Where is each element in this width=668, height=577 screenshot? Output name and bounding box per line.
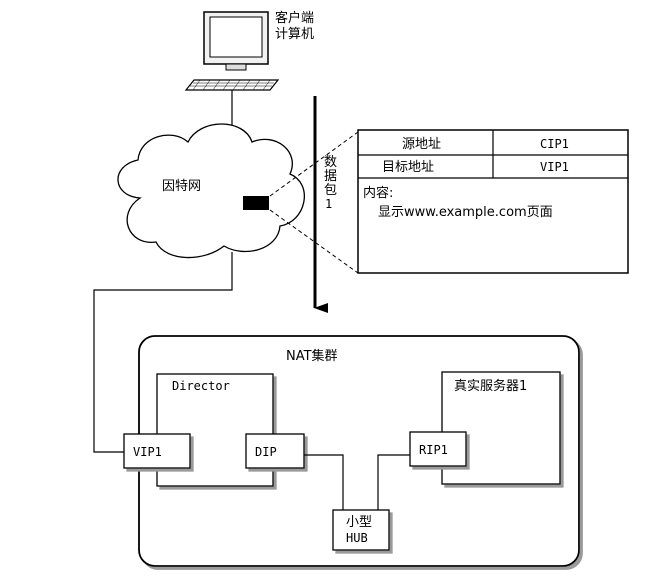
packet-side-char-1: 数 — [324, 155, 337, 170]
client-computer-icon — [184, 11, 280, 91]
internet-to-vip-link — [93, 252, 233, 453]
packet-side-char-3: 包 — [324, 183, 337, 198]
table-row-1-field: 源地址 — [402, 137, 441, 152]
packet-side-label: 数 据 包 1 — [324, 155, 337, 211]
client-label-line1: 客户端 — [275, 10, 314, 26]
client-label-line2: 计算机 — [275, 27, 314, 42]
packet-table — [357, 129, 629, 274]
internet-label: 因特网 — [162, 179, 201, 194]
table-content-text: 显示www.example.com页面 — [378, 205, 553, 220]
director-label: Director — [172, 379, 230, 393]
hub-label-line1: 小型 — [346, 515, 372, 530]
internet-cloud-icon — [117, 123, 305, 259]
packet-side-char-2: 据 — [324, 169, 337, 184]
packet-side-char-4: 1 — [325, 197, 332, 211]
dip-interface-box — [245, 433, 305, 469]
table-row-1-value: CIP1 — [540, 137, 569, 151]
table-row-2-value: VIP1 — [540, 160, 569, 174]
rip-label: RIP1 — [419, 443, 448, 457]
dip-to-hub-link — [304, 454, 344, 510]
dip-label: DIP — [255, 445, 277, 459]
rip-to-hub-link — [377, 454, 410, 510]
vip-label: VIP1 — [133, 445, 162, 459]
hub-box — [332, 509, 390, 551]
hub-label-line2: HUB — [346, 531, 368, 545]
vip-interface-box — [123, 433, 191, 469]
rip-interface-box — [409, 431, 467, 467]
table-content-label: 内容: — [363, 185, 393, 201]
table-row-2-field: 目标地址 — [382, 160, 434, 175]
nat-cluster-title: NAT集群 — [286, 348, 338, 364]
packet-icon — [243, 196, 269, 210]
real-server-label: 真实服务器1 — [454, 378, 527, 394]
